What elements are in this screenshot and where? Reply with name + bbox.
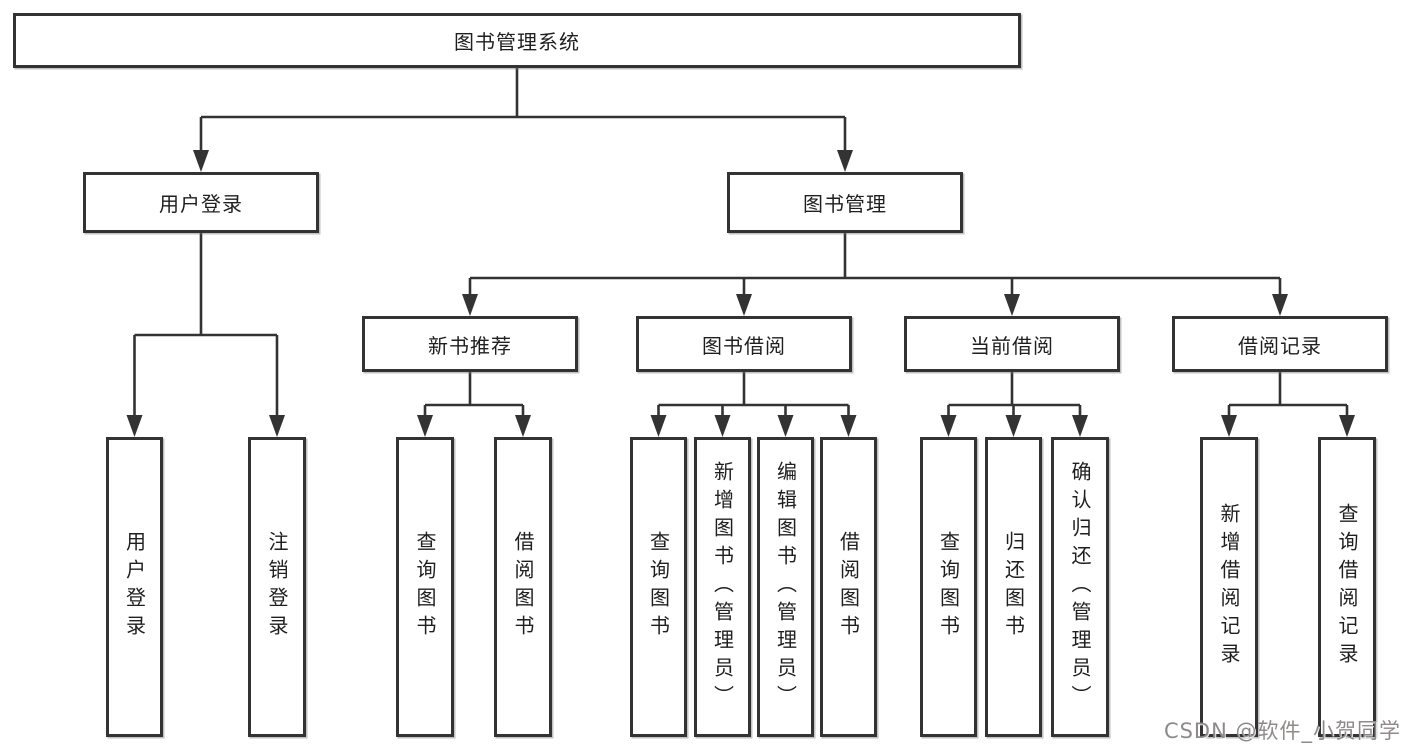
leaf-logout: 注销登录	[248, 437, 306, 737]
node-label: 查询借阅记录	[1335, 503, 1359, 671]
node-label: 编辑图书（管理员）	[773, 461, 798, 713]
leaf-edit-books-admin: 编辑图书（管理员）	[757, 437, 814, 737]
csdn-watermark: CSDN @软件_小贺同学	[1163, 719, 1401, 743]
node-label: 查询图书	[936, 531, 961, 643]
node-system-root: 图书管理系统	[13, 13, 1021, 68]
node-label: 新增借阅记录	[1217, 503, 1241, 671]
node-label: 注销登录	[265, 531, 289, 643]
leaf-query-books-current: 查询图书	[920, 437, 977, 737]
node-label: 当前借阅	[970, 333, 1054, 358]
node-label: 图书管理	[803, 192, 887, 216]
leaf-add-books-admin: 新增图书（管理员）	[694, 437, 751, 737]
leaf-borrow-books: 借阅图书	[820, 437, 877, 737]
node-book-borrowing: 图书借阅	[636, 316, 852, 372]
node-borrowing-records: 借阅记录	[1172, 316, 1388, 372]
node-label: 借阅图书	[511, 531, 535, 643]
node-label: 借阅记录	[1238, 333, 1322, 358]
node-label: 查询图书	[646, 531, 671, 643]
node-label: 用户登录	[122, 531, 147, 643]
node-user-login-module: 用户登录	[83, 172, 319, 233]
leaf-return-books: 归还图书	[985, 437, 1042, 737]
node-book-management-module: 图书管理	[727, 172, 963, 233]
leaf-add-borrow-record: 新增借阅记录	[1200, 437, 1258, 737]
node-label: 查询图书	[413, 531, 437, 643]
node-label: 借阅图书	[836, 531, 861, 643]
node-label: 用户登录	[159, 192, 243, 216]
node-label: 归还图书	[1001, 531, 1026, 643]
leaf-confirm-return-admin: 确认归还（管理员）	[1051, 437, 1109, 737]
node-label: 确认归还（管理员）	[1068, 461, 1092, 713]
leaf-user-login: 用户登录	[106, 437, 163, 737]
node-label: 图书借阅	[702, 333, 786, 358]
leaf-query-books-borrow: 查询图书	[630, 437, 687, 737]
node-new-book-recommendation: 新书推荐	[362, 316, 578, 372]
leaf-query-borrow-record: 查询借阅记录	[1318, 437, 1376, 737]
leaf-query-books-recommend: 查询图书	[396, 437, 454, 737]
node-label: 图书管理系统	[454, 30, 580, 54]
node-label: 新增图书（管理员）	[710, 461, 735, 713]
node-label: 新书推荐	[428, 333, 512, 358]
node-current-borrowing: 当前借阅	[904, 316, 1120, 372]
leaf-borrow-books-recommend: 借阅图书	[494, 437, 552, 737]
